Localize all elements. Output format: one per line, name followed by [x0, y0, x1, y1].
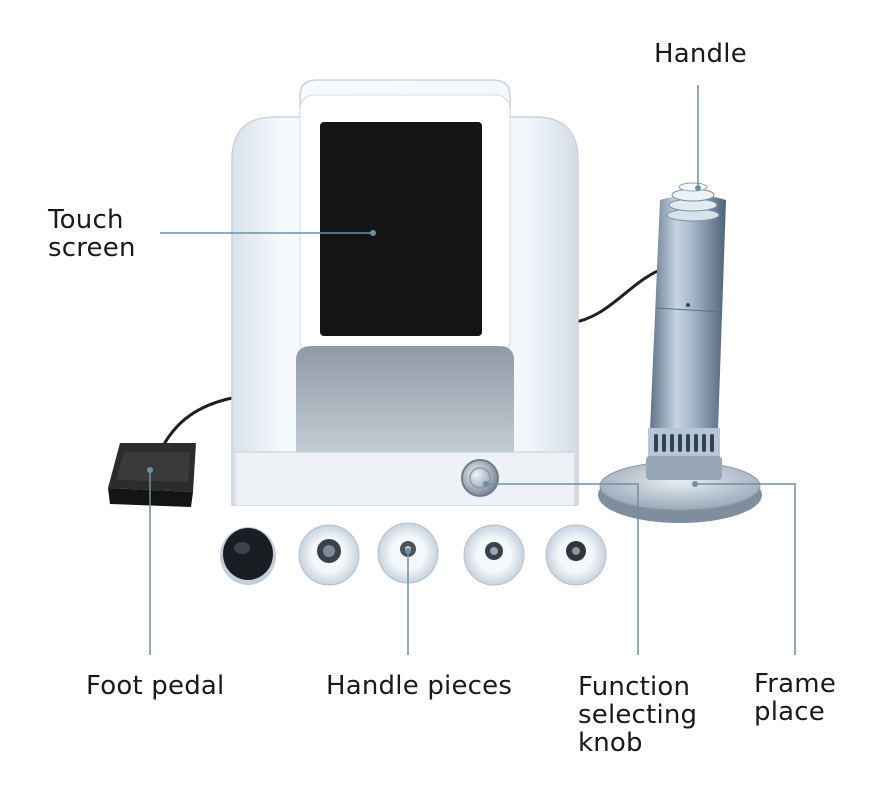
label-foot-pedal: Foot pedal — [86, 671, 225, 701]
handle-pieces — [220, 522, 607, 586]
label-frame-place-line1: Frame — [754, 669, 837, 699]
handle-piece-4 — [463, 524, 525, 586]
label-touch-screen-line1: Touch — [48, 205, 124, 235]
function-knob — [461, 459, 499, 497]
label-function-knob-line2: selecting — [578, 700, 698, 730]
handle-cable — [569, 266, 666, 325]
label-handle-pieces: Handle pieces — [326, 671, 513, 701]
foot-pedal — [108, 443, 196, 507]
main-unit — [231, 79, 579, 506]
label-touch-screen-line2: screen — [48, 233, 136, 263]
handle-piece-2 — [298, 524, 360, 586]
shockwave-handle — [646, 182, 726, 480]
leader-lines — [147, 85, 796, 655]
label-touch-screen: Touch screen — [48, 206, 136, 262]
handle-piece-1 — [220, 527, 276, 585]
label-handle: Handle — [654, 39, 747, 69]
label-frame-place-line2: place — [754, 697, 825, 727]
label-function-knob: Function selecting knob — [578, 673, 697, 757]
label-function-knob-line1: Function — [578, 672, 691, 702]
leader-function-knob — [486, 483, 639, 655]
leader-frame-place — [695, 483, 796, 655]
handle-piece-5 — [545, 524, 607, 586]
handle-tip — [666, 182, 720, 222]
pedal-cable — [158, 396, 233, 453]
label-function-knob-line3: knob — [578, 728, 643, 758]
label-frame-place: Frame place — [754, 670, 836, 726]
touch-screen-display — [320, 122, 482, 336]
